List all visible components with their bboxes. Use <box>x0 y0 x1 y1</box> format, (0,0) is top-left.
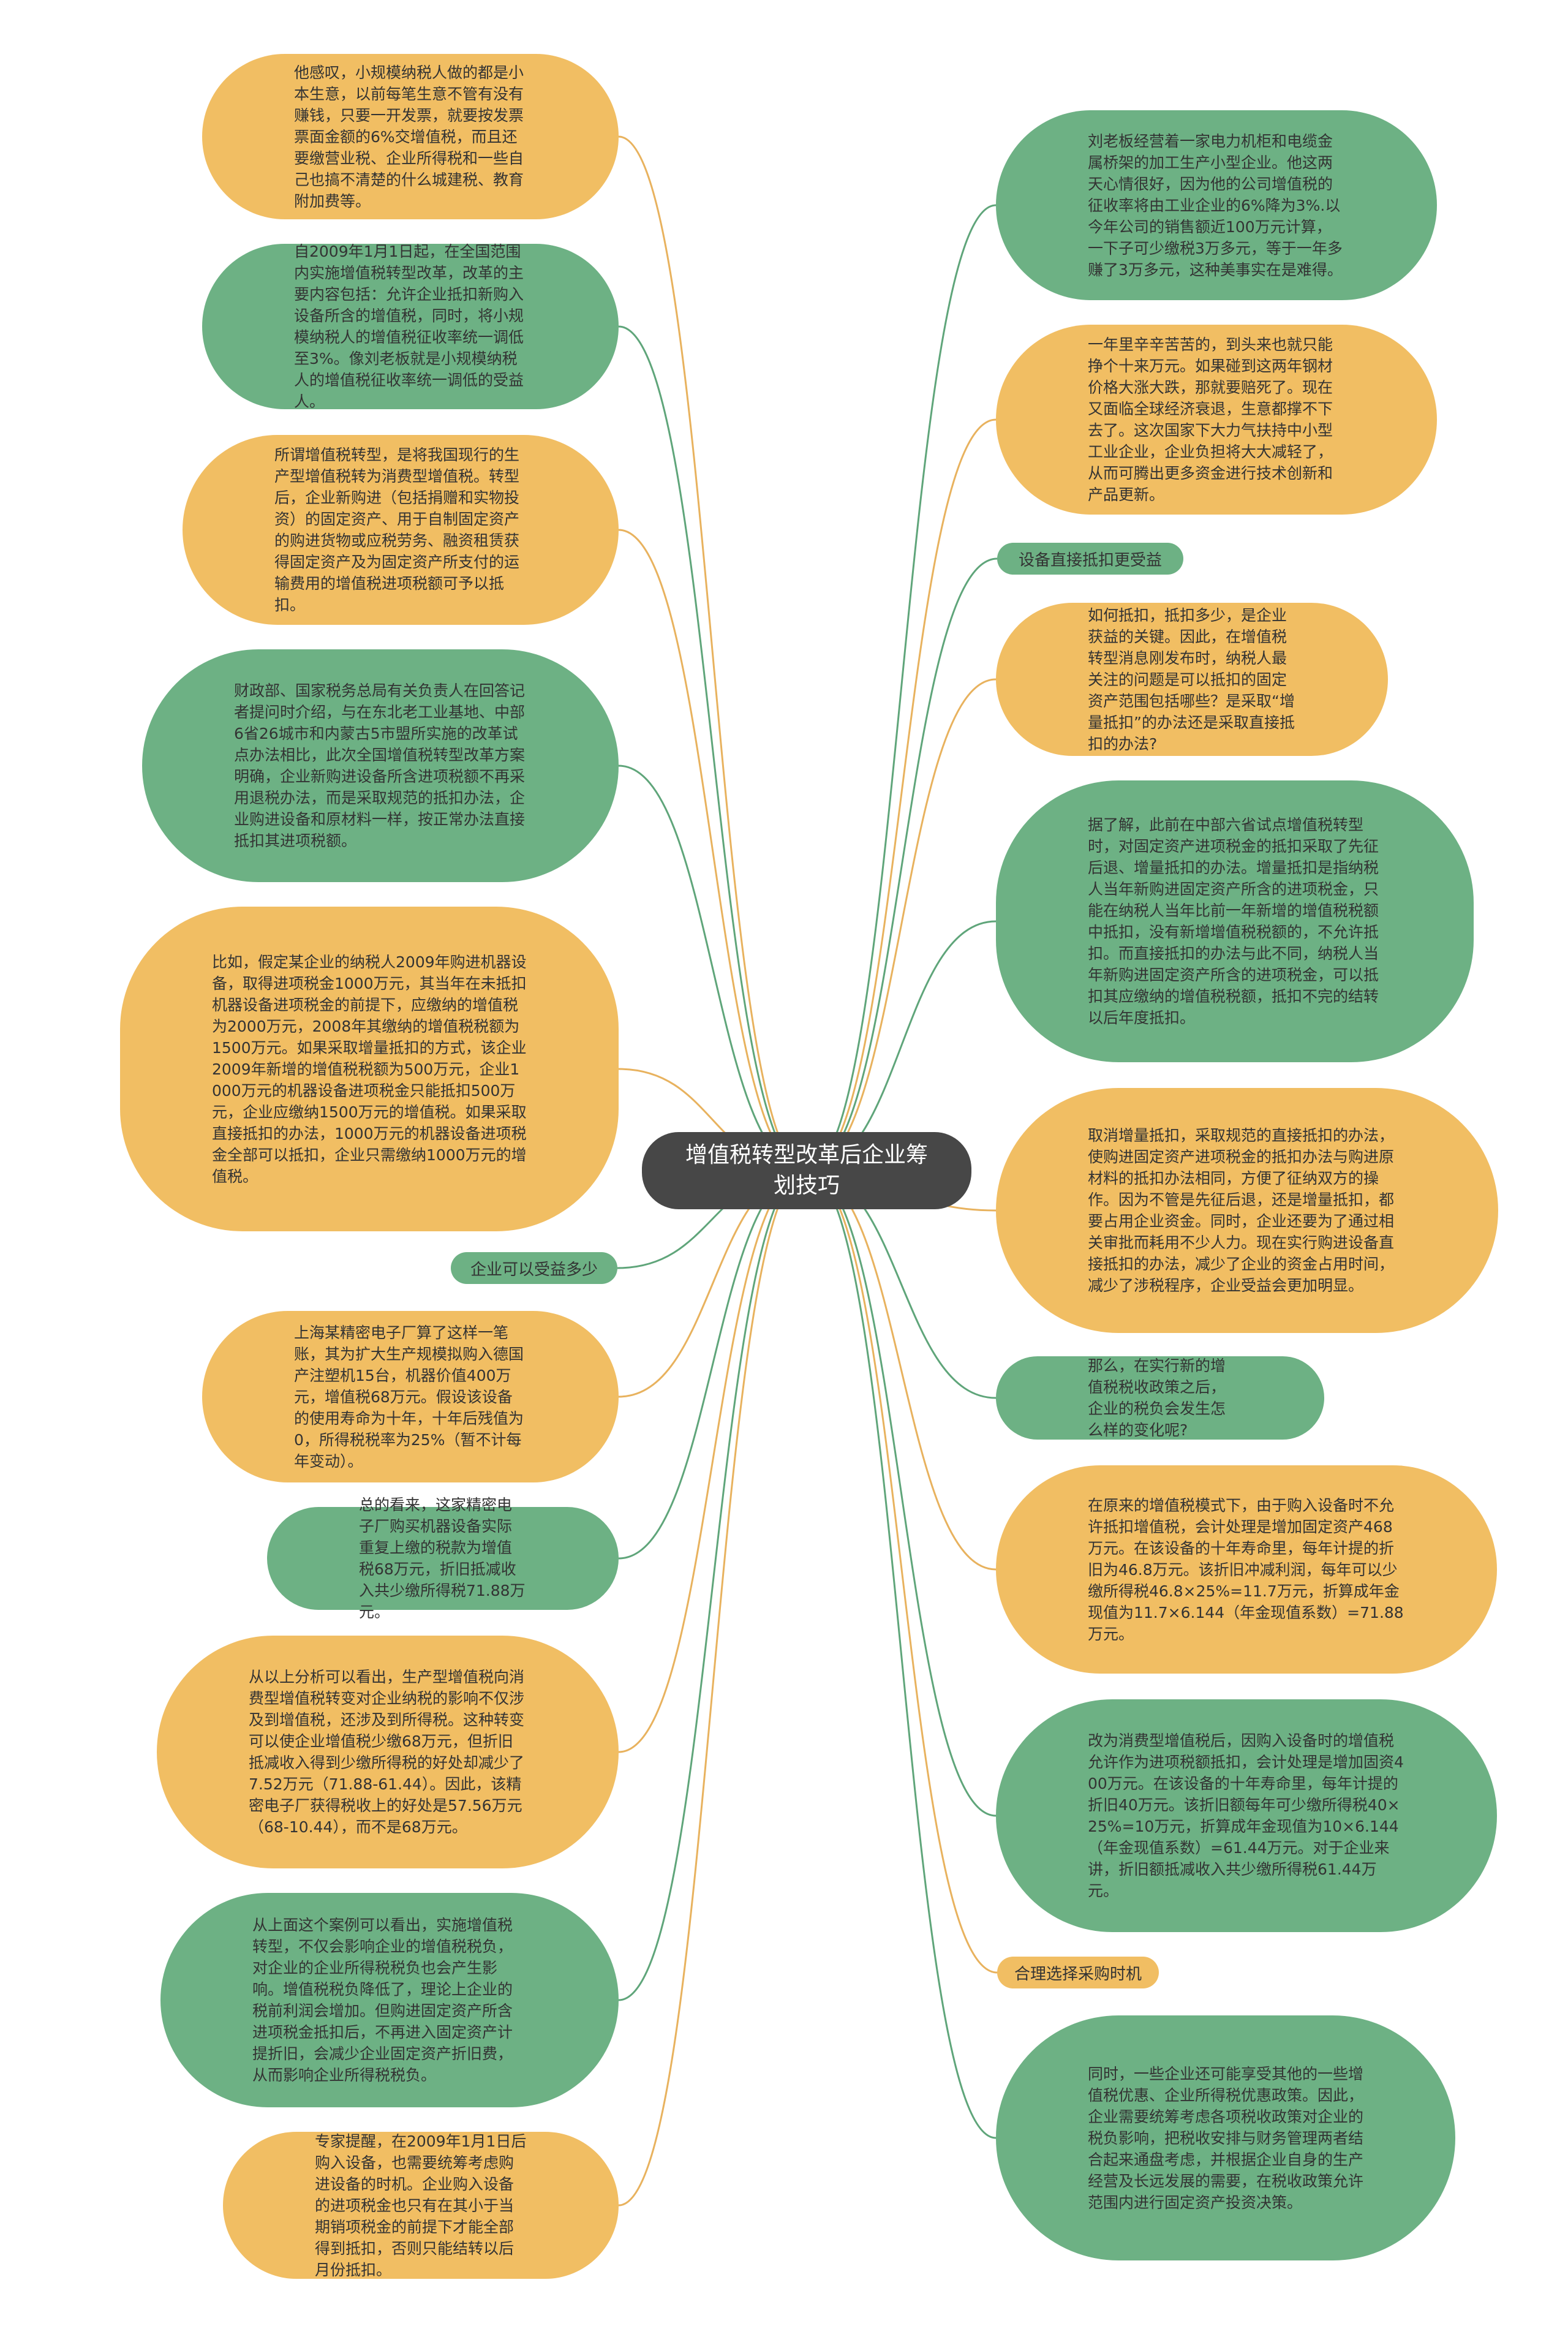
left-label-benefit-text: 企业可以受益多少 <box>470 1260 598 1279</box>
left-node-2-text: 自2009年1月1日起，在全国范围内实施增值税转型改革，改革的主要内容包括：允许… <box>294 243 524 410</box>
left-node-7-text: 总的看来，这家精密电子厂购买机器设备实际重复上缴的税款为增值税68万元，折旧抵减… <box>359 1496 526 1621</box>
left-node-3-text: 所谓增值税转型，是将我国现行的生产型增值税转为消费型增值税。转型后，企业新购进（… <box>274 446 520 614</box>
right-node-7[interactable]: 在原来的增值税模式下，由于购入设备时不允许抵扣增值税，会计处理是增加固定资产46… <box>996 1465 1497 1674</box>
right-label-direct-deduction[interactable]: 设备直接抵扣更受益 <box>997 543 1183 575</box>
link-left-1 <box>618 135 807 1172</box>
left-label-benefit[interactable]: 企业可以受益多少 <box>451 1252 617 1284</box>
right-node-3-text: 如何抵扣，抵扣多少，是企业获益的关键。因此，在增值税转型消息刚发布时，纳税人最关… <box>1088 606 1295 753</box>
link-left-8 <box>618 1169 807 1753</box>
right-node-9-text: 同时，一些企业还可能享受其他的一些增值税优惠、企业所得税优惠政策。因此，企业需要… <box>1088 2064 1364 2211</box>
right-node-8[interactable]: 改为消费型增值税后，因购入设备时的增值税允许作为进项税额抵扣，会计处理是增加固资… <box>996 1699 1497 1932</box>
link-left-4 <box>618 765 807 1172</box>
right-label-purchase-timing[interactable]: 合理选择采购时机 <box>997 1957 1159 1988</box>
right-node-3[interactable]: 如何抵扣，抵扣多少，是企业获益的关键。因此，在增值税转型消息刚发布时，纳税人最关… <box>996 603 1388 756</box>
link-right-9 <box>806 1169 997 2139</box>
link-right-3 <box>806 678 997 1172</box>
right-node-8-text: 改为消费型增值税后，因购入设备时的增值税允许作为进项税额抵扣，会计处理是增加固资… <box>1088 1732 1404 1900</box>
right-label-direct-deduction-text: 设备直接抵扣更受益 <box>1018 551 1162 570</box>
link-right-label-1 <box>806 557 998 1172</box>
left-node-5[interactable]: 比如，假定某企业的纳税人2009年购进机器设备，取得进项税金1000万元，其当年… <box>120 907 619 1231</box>
left-node-8[interactable]: 从以上分析可以看出，生产型增值税向消费型增值税转变对企业纳税的影响不仅涉及到增值… <box>157 1636 619 1868</box>
link-left-9 <box>618 1169 807 2001</box>
center-topic-text: 增值税转型改革后企业筹划技巧 <box>685 1142 928 1198</box>
left-node-2[interactable]: 自2009年1月1日起，在全国范围内实施增值税转型改革，改革的主要内容包括：允许… <box>202 243 619 410</box>
right-node-4[interactable]: 据了解，此前在中部六省试点增值税转型时，对固定资产进项税金的抵扣采取了先征后退、… <box>996 780 1474 1062</box>
link-right-8 <box>806 1169 997 1817</box>
right-node-1[interactable]: 刘老板经营着一家电力机柜和电缆金属桥架的加工生产小型企业。他这两天心情很好，因为… <box>996 110 1437 300</box>
right-label-purchase-timing-text: 合理选择采购时机 <box>1014 1965 1142 1984</box>
right-node-1-text: 刘老板经营着一家电力机柜和电缆金属桥架的加工生产小型企业。他这两天心情很好，因为… <box>1088 132 1343 279</box>
left-node-3[interactable]: 所谓增值税转型，是将我国现行的生产型增值税转为消费型增值税。转型后，企业新购进（… <box>183 435 619 625</box>
link-right-2 <box>806 418 997 1172</box>
left-node-6-text: 上海某精密电子厂算了这样一笔账，其为扩大生产规模拟购入德国产注塑机15台，机器价… <box>294 1323 524 1470</box>
right-node-6-text: 那么，在实行新的增值税税收政策之后，企业的税负会发生怎么样的变化呢? <box>1088 1357 1226 1439</box>
right-node-5[interactable]: 取消增量抵扣，采取规范的直接抵扣的办法，使购进固定资产进项税金的抵扣办法与购进原… <box>996 1088 1498 1333</box>
link-left-7 <box>618 1169 807 1560</box>
right-node-2[interactable]: 一年里辛辛苦苦的，到头来也就只能挣个十来万元。如果碰到这两年钢材价格大涨大跌，那… <box>996 325 1437 515</box>
right-node-6[interactable]: 那么，在实行新的增值税税收政策之后，企业的税负会发生怎么样的变化呢? <box>996 1356 1324 1440</box>
left-node-1-text: 他感叹，小规模纳税人做的都是小本生意，以前每笔生意不管有没有赚钱，只要一开发票，… <box>294 63 524 210</box>
left-node-7[interactable]: 总的看来，这家精密电子厂购买机器设备实际重复上缴的税款为增值税68万元，折旧抵减… <box>267 1496 619 1621</box>
link-left-2 <box>618 325 807 1172</box>
link-right-7 <box>806 1169 997 1571</box>
right-node-7-text: 在原来的增值税模式下，由于购入设备时不允许抵扣增值税，会计处理是增加固定资产46… <box>1088 1496 1404 1643</box>
left-node-8-text: 从以上分析可以看出，生产型增值税向消费型增值税转变对企业纳税的影响不仅涉及到增值… <box>249 1668 525 1836</box>
left-node-4-text: 财政部、国家税务总局有关负责人在回答记者提问时介绍，与在东北老工业基地、中部6省… <box>234 682 526 850</box>
right-node-2-text: 一年里辛辛苦苦的，到头来也就只能挣个十来万元。如果碰到这两年钢材价格大涨大跌，那… <box>1088 336 1333 504</box>
left-node-9[interactable]: 从上面这个案例可以看出，实施增值税转型，不仅会影响企业的增值税税负，对企业的企业… <box>160 1893 619 2107</box>
left-node-6[interactable]: 上海某精密电子厂算了这样一笔账，其为扩大生产规模拟购入德国产注塑机15台，机器价… <box>202 1311 619 1482</box>
center-topic[interactable]: 增值税转型改革后企业筹划技巧 <box>642 1132 971 1209</box>
left-node-5-text: 比如，假定某企业的纳税人2009年购进机器设备，取得进项税金1000万元，其当年… <box>212 953 527 1185</box>
link-right-label-2 <box>806 1169 998 1974</box>
right-node-4-text: 据了解，此前在中部六省试点增值税转型时，对固定资产进项税金的抵扣采取了先征后退、… <box>1088 816 1379 1027</box>
link-right-1 <box>806 204 997 1172</box>
left-node-4[interactable]: 财政部、国家税务总局有关负责人在回答记者提问时介绍，与在东北老工业基地、中部6省… <box>142 649 619 882</box>
right-node-5-text: 取消增量抵扣，采取规范的直接抵扣的办法，使购进固定资产进项税金的抵扣办法与购进原… <box>1088 1127 1395 1294</box>
link-left-3 <box>618 529 807 1172</box>
left-node-1[interactable]: 他感叹，小规模纳税人做的都是小本生意，以前每笔生意不管有没有赚钱，只要一开发票，… <box>202 54 619 219</box>
left-node-10-text: 专家提醒，在2009年1月1日后购入设备，也需要统筹考虑购进设备的时机。企业购入… <box>315 2132 527 2279</box>
link-left-10 <box>618 1169 807 2207</box>
right-node-9[interactable]: 同时，一些企业还可能享受其他的一些增值税优惠、企业所得税优惠政策。因此，企业需要… <box>996 2015 1455 2260</box>
left-node-9-text: 从上面这个案例可以看出，实施增值税转型，不仅会影响企业的增值税税负，对企业的企业… <box>252 1916 513 2084</box>
left-node-10[interactable]: 专家提醒，在2009年1月1日后购入设备，也需要统筹考虑购进设备的时机。企业购入… <box>223 2132 619 2279</box>
